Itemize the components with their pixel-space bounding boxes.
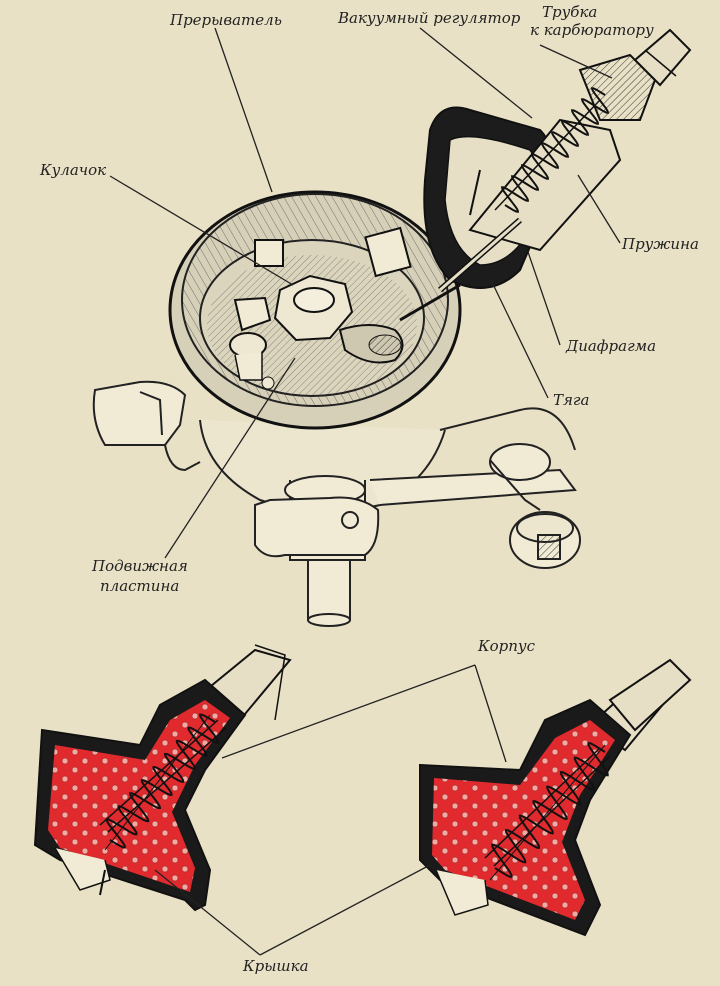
leader-lines-top	[109, 27, 621, 559]
spring-coil-right	[491, 742, 609, 878]
label-cam: Кулачок	[40, 161, 107, 179]
label-tube-line1: Трубка	[542, 3, 598, 21]
spring-coil-top	[500, 87, 610, 213]
regulator-section-left	[33, 644, 292, 912]
distributor-body	[92, 380, 581, 627]
spring-coil-left	[105, 713, 220, 849]
label-tube-line2: к карбюратору	[530, 21, 654, 39]
label-breaker: Прерыватель	[170, 11, 282, 29]
label-vacuum-regulator: Вакуумный регулятор	[338, 9, 521, 27]
regulator-section-right	[419, 658, 692, 937]
label-plate-line1: Подвижная	[92, 557, 188, 575]
label-plate-line2: пластина	[100, 577, 180, 595]
leader-lines-bottom	[154, 664, 507, 956]
label-housing: Корпус	[478, 637, 536, 655]
label-spring: Пружина	[622, 235, 699, 253]
label-cover: Крышка	[243, 957, 309, 975]
vacuum-regulator	[423, 28, 692, 293]
breaker-disc	[168, 190, 462, 430]
label-diaphragm: Диафрагма	[566, 337, 657, 355]
label-rod: Тяга	[553, 391, 590, 409]
